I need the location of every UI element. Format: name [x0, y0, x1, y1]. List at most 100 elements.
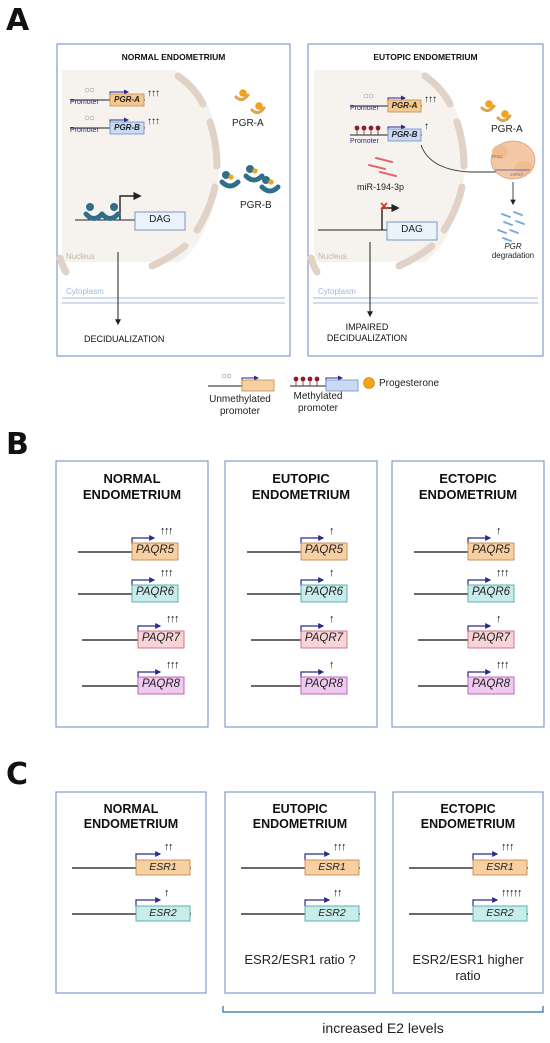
- box-title: EUTOPIC: [272, 471, 330, 486]
- nuclear-envelope: [56, 72, 221, 276]
- box-title: NORMAL: [103, 802, 159, 816]
- impaired-decidualization-label: DECIDUALIZATION: [326, 333, 408, 343]
- nucleus-region: [314, 70, 466, 262]
- gene-label-paqr5: PAQR5: [304, 544, 344, 556]
- gene-box-paqr8: [467, 676, 515, 695]
- expression-arrows: ↑: [329, 613, 335, 625]
- gene-box-esr1: [472, 859, 528, 876]
- promoter-arrow: [131, 535, 156, 544]
- gene-label-paqr5: PAQR5: [471, 544, 511, 556]
- box-title: ENDOMETRIUM: [82, 487, 182, 502]
- gene-label-paqr7: PAQR7: [141, 632, 181, 644]
- expression-arrows: ↑: [329, 659, 335, 671]
- promoter-label: Promoter: [350, 105, 379, 112]
- nucleus-label: Nucleus: [66, 252, 95, 261]
- risc-label: RISC: [492, 154, 503, 159]
- nuclear-envelope: [307, 72, 468, 276]
- legend-progesterone-label: Progesterone: [379, 378, 440, 389]
- gene-box-esr2: [135, 905, 191, 922]
- promoter-arrow: [467, 577, 492, 586]
- promoter-label: Promoter: [70, 127, 99, 134]
- gene-box-esr1: [135, 859, 191, 876]
- pgr-b-gene-label: PGR-B: [114, 123, 140, 132]
- pgr-b-expression-arrows: ↑↑↑: [147, 116, 160, 127]
- promoter-arrow: [300, 577, 325, 586]
- promoter-arrow: [137, 623, 162, 632]
- dag-label: DAG: [149, 214, 171, 225]
- increased-e2-label: increased E2 levels: [322, 1020, 444, 1036]
- expression-arrows: ↑↑↑: [496, 567, 510, 579]
- promoter-arrow: [467, 535, 492, 544]
- legend-unmethylated-label: Unmethylated: [209, 394, 271, 405]
- expression-arrows: ↑↑↑: [501, 841, 515, 853]
- gene-label-esr2: ESR2: [486, 907, 514, 919]
- dag-gene-normal: [75, 191, 186, 231]
- promoter-arrow: [304, 851, 331, 861]
- pgr-b-gene-label: PGR-B: [391, 130, 418, 139]
- promoter-arrow: [300, 623, 325, 632]
- pgr-a-gene-label: PGR-A: [391, 101, 418, 110]
- expression-arrows: ↑: [164, 887, 170, 899]
- endometrium-box: [55, 791, 207, 994]
- pgr-b-gene-normal: [70, 115, 145, 135]
- pgr-degradation-gene-label: PGR: [504, 242, 522, 251]
- gene-label-esr2: ESR2: [149, 907, 177, 919]
- panel-label-b: B: [6, 427, 29, 462]
- promoter-arrow: [304, 897, 331, 907]
- pgr-a-protein-icon: [480, 100, 512, 123]
- legend-methylated-label: promoter: [297, 403, 338, 414]
- pgr-b-protein-label: PGR-B: [240, 200, 272, 211]
- promoter-label: Promoter: [70, 99, 99, 106]
- expression-arrows: ↑↑↑: [333, 841, 347, 853]
- gene-box-paqr7: [300, 630, 348, 649]
- pgr-b-expression-arrows: ↑: [424, 121, 429, 132]
- gene-box-paqr5: [467, 542, 515, 561]
- gene-box-paqr8: [300, 676, 348, 695]
- gene-label-esr2: ESR2: [318, 907, 346, 919]
- expression-arrows: ↑↑↑: [160, 567, 174, 579]
- blocked-x-icon: [380, 202, 388, 210]
- promoter-arrow: [472, 897, 499, 907]
- gene-box-paqr7: [467, 630, 515, 649]
- e2-bracket: [222, 1006, 544, 1013]
- box-title: NORMAL: [103, 471, 161, 486]
- box-title: ENDOMETRIUM: [420, 817, 516, 831]
- expression-arrows: ↑↑↑: [166, 659, 180, 671]
- legend-progesterone-icon: [363, 377, 375, 389]
- pgr-a-expression-arrows: ↑↑↑: [424, 94, 437, 105]
- pgr-a-gene-label: PGR-A: [114, 95, 140, 104]
- expression-arrows: ↑: [329, 567, 335, 579]
- pgr-a-gene-normal: [70, 87, 145, 107]
- legend-unmethylated-promoter-icon: [208, 373, 275, 392]
- panel-a-diagram: [56, 43, 544, 392]
- gene-label-paqr6: PAQR6: [135, 586, 175, 598]
- mrna-label: mRNA: [510, 172, 524, 177]
- panel-c-diagram: [55, 791, 544, 994]
- normal-endometrium-title: NORMAL ENDOMETRIUM: [121, 52, 226, 62]
- panel-label-c: C: [6, 757, 29, 792]
- degraded-pgr-fragments: [497, 211, 525, 242]
- endometrium-box: [392, 791, 544, 994]
- cytoplasm-label: Cytoplasm: [318, 287, 356, 296]
- dag-gene-eutopic: [318, 202, 438, 241]
- gene-box-esr1: [304, 859, 360, 876]
- promoter-arrow: [467, 623, 492, 632]
- eutopic-endometrium-title: EUTOPIC ENDOMETRIUM: [373, 52, 478, 62]
- box-title: ENDOMETRIUM: [252, 817, 348, 831]
- gene-box-paqr8: [137, 676, 185, 695]
- decidualization-label: DECIDUALIZATION: [84, 334, 165, 344]
- pgr-b-to-risc-arrow: [420, 144, 507, 175]
- pgr-a-protein-icon: [234, 89, 266, 115]
- gene-box-paqr5: [131, 542, 179, 561]
- gene-box-paqr5: [300, 542, 348, 561]
- gene-label-paqr8: PAQR8: [304, 678, 344, 690]
- endometrium-box: [224, 791, 376, 994]
- expression-arrows: ↑: [496, 525, 502, 537]
- box-title: EUTOPIC: [272, 802, 328, 816]
- promoter-arrow: [300, 535, 325, 544]
- box-title: ENDOMETRIUM: [418, 487, 518, 502]
- gene-box-esr2: [304, 905, 360, 922]
- pgr-a-protein-label: PGR-A: [491, 124, 523, 135]
- gene-label-paqr6: PAQR6: [304, 586, 344, 598]
- mirna-label: miR-194-3p: [357, 182, 405, 192]
